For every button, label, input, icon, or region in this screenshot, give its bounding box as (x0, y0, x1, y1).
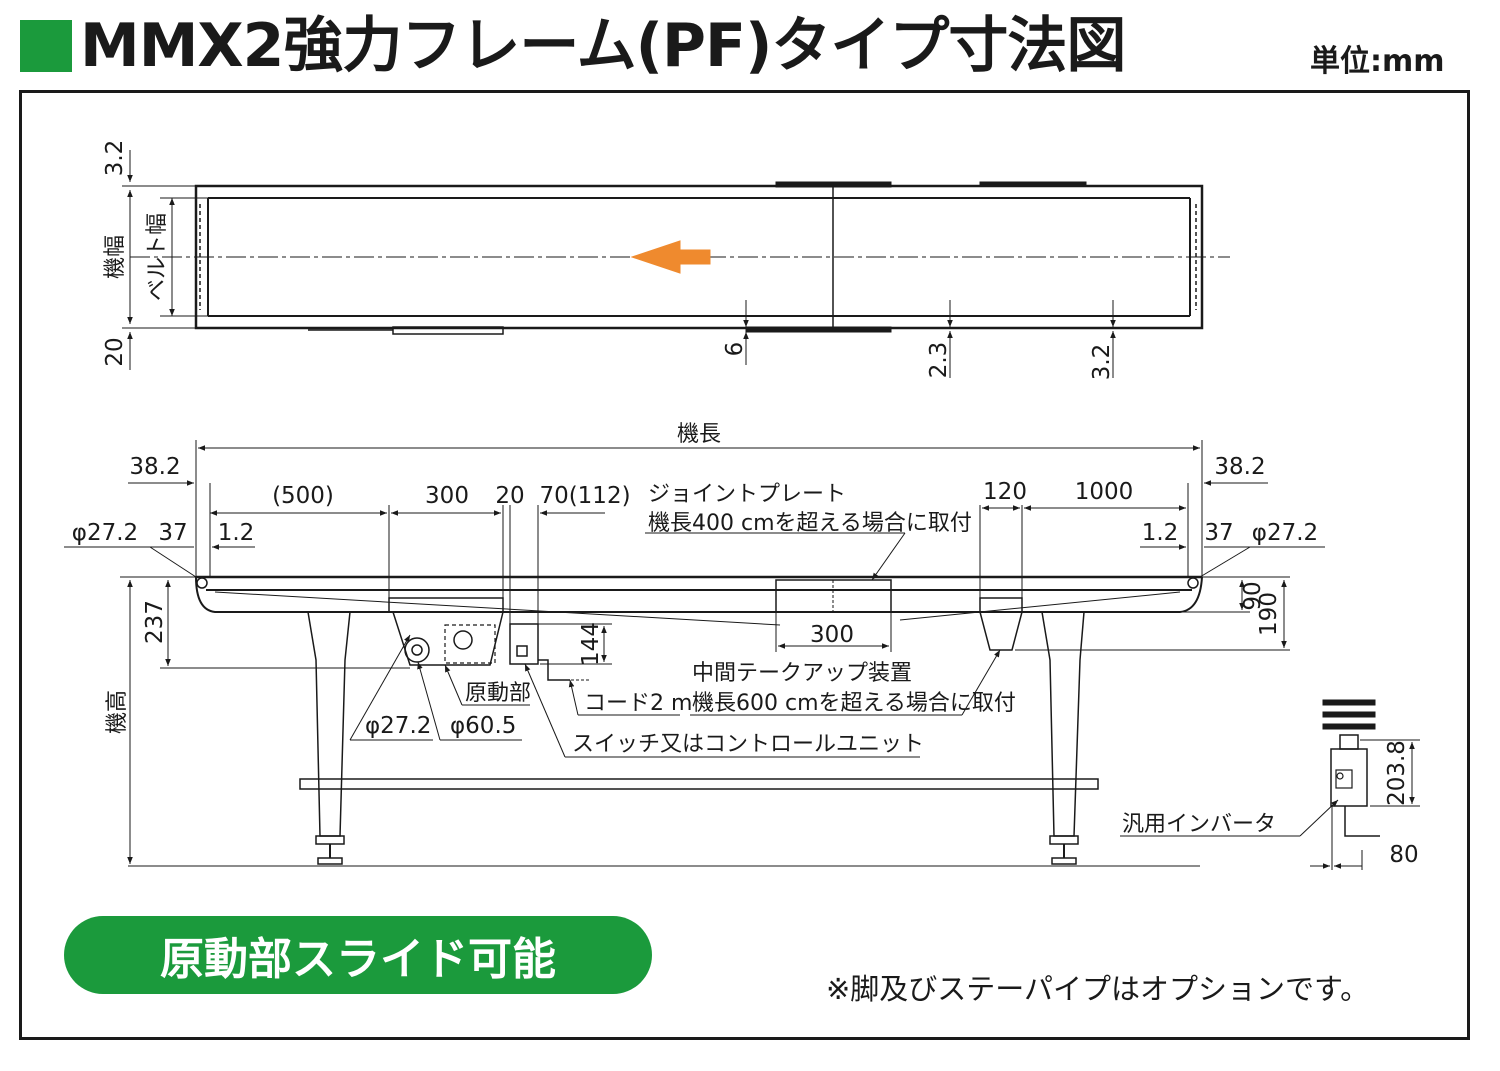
arrow-fill (632, 241, 710, 273)
dim-90: 90 (1240, 581, 1266, 610)
dim-overhang-left: 38.2 (129, 454, 180, 480)
drawing-frame (19, 90, 1470, 1040)
dim-seg-300: 300 (425, 483, 469, 509)
dim-203-8: 203.8 (1384, 740, 1410, 806)
leg-right (1041, 611, 1085, 865)
dim-seg-20: 20 (495, 483, 524, 509)
dim-seg-500: (500) (272, 483, 334, 509)
dim-machine-height: 機高 (105, 690, 130, 734)
header-accent-square (20, 20, 72, 72)
dim-machine-width: 機幅 (103, 235, 128, 279)
dim-phi-right: φ27.2 (1252, 520, 1318, 546)
dim-bottom-gap: 20 (102, 337, 128, 366)
dim-phi-left: φ27.2 (72, 520, 138, 546)
dim-phi-27-2: φ27.2 (365, 713, 431, 739)
label-takeup: 中間テークアップ装置 (692, 661, 912, 686)
dim-seg-70: 70(112) (539, 483, 630, 509)
dim-phi-60-5: φ60.5 (450, 713, 516, 739)
unit-label: 単位:mm (1310, 44, 1445, 79)
label-joint-plate-condition: 機長400 cmを超える場合に取付 (648, 511, 972, 536)
dim-37-left: 37 (158, 520, 187, 546)
dim-plate-300: 300 (810, 622, 854, 648)
label-takeup-condition: 機長600 cmを超える場合に取付 (692, 691, 1016, 716)
dim-top-gap: 3.2 (102, 140, 128, 177)
page-title: MMX2強力フレーム(PF)タイプ寸法図 (80, 11, 1126, 81)
label-switch: スイッチ又はコントロールユニット (572, 732, 924, 757)
dim-2-3: 2.3 (926, 342, 952, 379)
label-cord: コード2 m (584, 691, 692, 716)
dim-80: 80 (1389, 842, 1418, 868)
dim-machine-length: 機長 (677, 422, 721, 447)
label-inverter: 汎用インバータ (1122, 812, 1276, 837)
stay-pipe (299, 778, 1099, 790)
dim-37-right: 37 (1204, 520, 1233, 546)
dim-190: 190 (1256, 592, 1282, 636)
dim-seg-120: 120 (983, 479, 1027, 505)
drive-unit (391, 611, 504, 666)
switch-box (509, 623, 539, 665)
dim-1-2-left: 1.2 (218, 520, 255, 546)
dim-1-2-right: 1.2 (1142, 520, 1179, 546)
takeup-unit (979, 611, 1023, 651)
leg-left (307, 611, 351, 865)
footnote: ※脚及びステーパイプはオプションです。 (826, 972, 1370, 1006)
dim-seg-1000: 1000 (1075, 479, 1134, 505)
dim-237: 237 (142, 600, 168, 644)
dim-144: 144 (578, 622, 604, 666)
top-view (122, 150, 1230, 378)
dim-belt-width: ベルト幅 (145, 213, 170, 301)
label-joint-plate: ジョイントプレート (648, 482, 846, 507)
dim-6: 6 (722, 342, 748, 357)
dim-3-2: 3.2 (1089, 344, 1115, 381)
dim-overhang-right: 38.2 (1214, 454, 1265, 480)
side-view-labels: 機長 38.2 38.2 (500) 300 20 70(112) 120 10… (72, 422, 1419, 868)
inverter (1120, 699, 1420, 870)
slide-badge: 原動部スライド可能 (64, 916, 652, 994)
side-view (64, 440, 1325, 867)
top-view-labels: 3.2 機幅 ベルト幅 20 6 2.3 3.2 (102, 140, 1115, 381)
label-drive: 原動部 (465, 681, 531, 706)
